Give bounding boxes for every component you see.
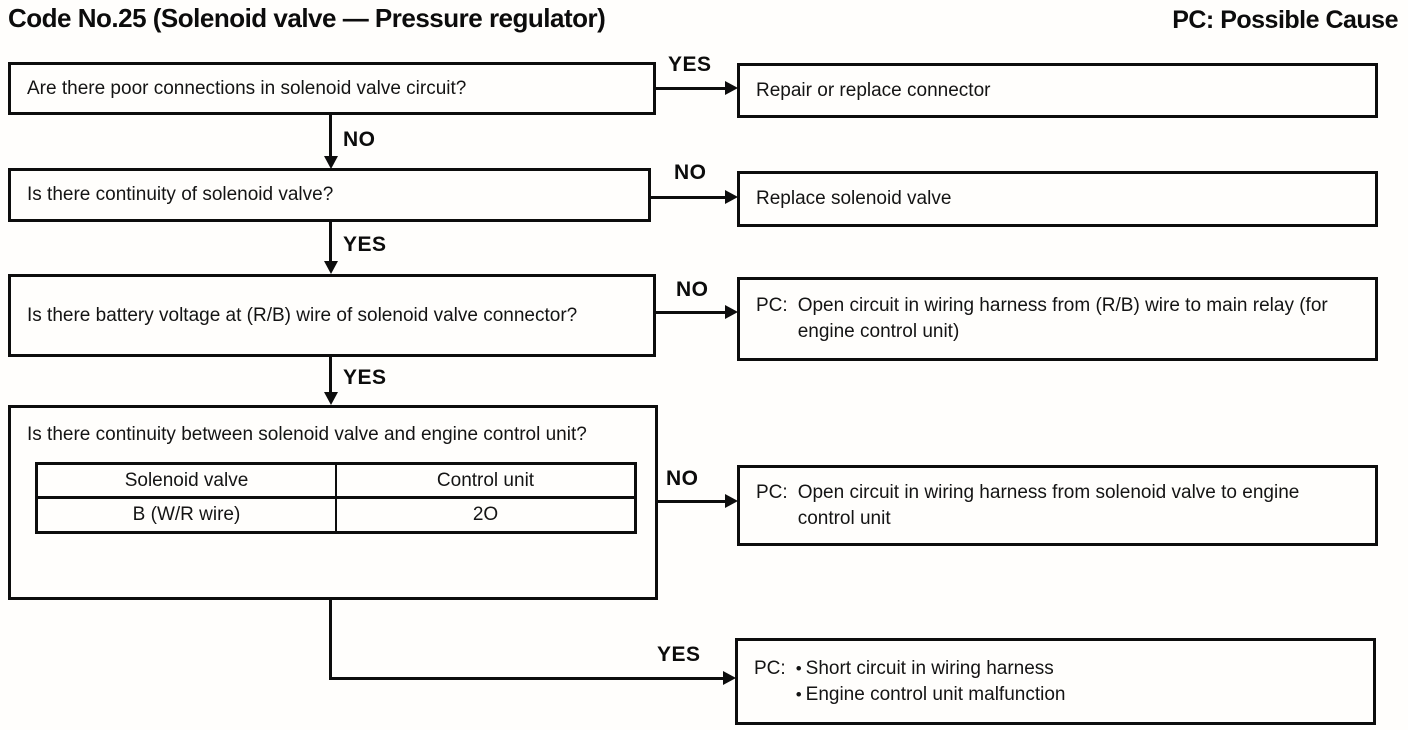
result-box-1: Repair or replace connector	[737, 63, 1378, 118]
connector-down-2	[329, 221, 332, 262]
arrowhead-down-icon-3	[324, 392, 338, 405]
pc-prefix-4: PC:	[756, 481, 788, 503]
result-bullet-text-2: Engine control unit malfunction	[805, 683, 1066, 705]
result-bullet-1: • Short circuit in wiring harness	[796, 656, 1066, 682]
pc-prefix-5: PC:	[754, 657, 786, 679]
bullet-icon: •	[795, 658, 802, 678]
table-header-control-unit: Control unit	[335, 462, 637, 500]
arrowhead-down-icon-2	[324, 261, 338, 274]
connector-yes-5	[329, 677, 725, 680]
connector-yes-1	[656, 87, 727, 90]
branch-label-yes-5: YES	[657, 643, 701, 666]
arrowhead-right-icon-3	[725, 305, 738, 319]
branch-label-no-2: NO	[674, 161, 707, 184]
arrowhead-right-icon-2	[725, 190, 738, 204]
pc-prefix-3: PC:	[756, 295, 788, 317]
question-box-3: Is there battery voltage at (R/B) wire o…	[8, 274, 656, 357]
question-text-1: Are there poor connections in solenoid v…	[27, 77, 467, 99]
result-text-3: Open circuit in wiring harness from (R/B…	[797, 295, 1328, 342]
connector-no-4	[658, 500, 727, 503]
arrowhead-right-icon-4	[725, 494, 738, 508]
connector-down-1	[329, 114, 332, 158]
bullet-icon: •	[795, 684, 802, 704]
branch-label-no-4: NO	[666, 467, 699, 490]
result-bullet-2: • Engine control unit malfunction	[796, 682, 1066, 708]
question-text-4: Is there continuity between solenoid val…	[27, 424, 587, 445]
branch-label-no-3: NO	[676, 278, 709, 301]
connector-down-3	[329, 356, 332, 393]
result-box-5: PC: • Short circuit in wiring harness • …	[735, 638, 1376, 725]
arrowhead-down-icon-1	[324, 156, 338, 169]
continuity-table: Solenoid valve Control unit B (W/R wire)…	[35, 461, 637, 534]
result-box-2: Replace solenoid valve	[737, 171, 1378, 227]
page-title: Code No.25 (Solenoid valve — Pressure re…	[8, 3, 606, 33]
question-box-1: Are there poor connections in solenoid v…	[8, 62, 656, 115]
table-header-solenoid-valve: Solenoid valve	[35, 462, 337, 500]
table-cell-control-pin: 2O	[335, 496, 637, 534]
branch-label-yes-down-3: YES	[343, 366, 387, 389]
connector-no-3	[656, 311, 727, 314]
question-text-3: Is there battery voltage at (R/B) wire o…	[27, 304, 578, 326]
question-text-2: Is there continuity of solenoid valve?	[27, 184, 334, 206]
arrowhead-right-icon-1	[725, 81, 738, 95]
result-bullet-text-1: Short circuit in wiring harness	[805, 657, 1054, 679]
result-box-3: PC: Open circuit in wiring harness from …	[737, 277, 1378, 361]
table-row: B (W/R wire) 2O	[35, 496, 637, 534]
table-cell-solenoid-pin: B (W/R wire)	[35, 496, 337, 534]
branch-label-no-down-1: NO	[343, 128, 376, 151]
result-box-4: PC: Open circuit in wiring harness from …	[737, 465, 1378, 546]
question-box-4: Is there continuity between solenoid val…	[8, 405, 658, 600]
branch-label-yes-1: YES	[668, 53, 712, 76]
arrowhead-right-icon-5	[723, 671, 736, 685]
legend-pc-possible-cause: PC: Possible Cause	[1172, 6, 1398, 34]
connector-down-4	[329, 599, 332, 680]
result-text-4: Open circuit in wiring harness from sole…	[797, 481, 1300, 529]
branch-label-yes-down-2: YES	[343, 233, 387, 256]
result-text-1: Repair or replace connector	[756, 79, 991, 101]
question-box-2: Is there continuity of solenoid valve?	[8, 168, 651, 222]
connector-no-2	[651, 196, 727, 199]
result-text-2: Replace solenoid valve	[756, 188, 952, 210]
